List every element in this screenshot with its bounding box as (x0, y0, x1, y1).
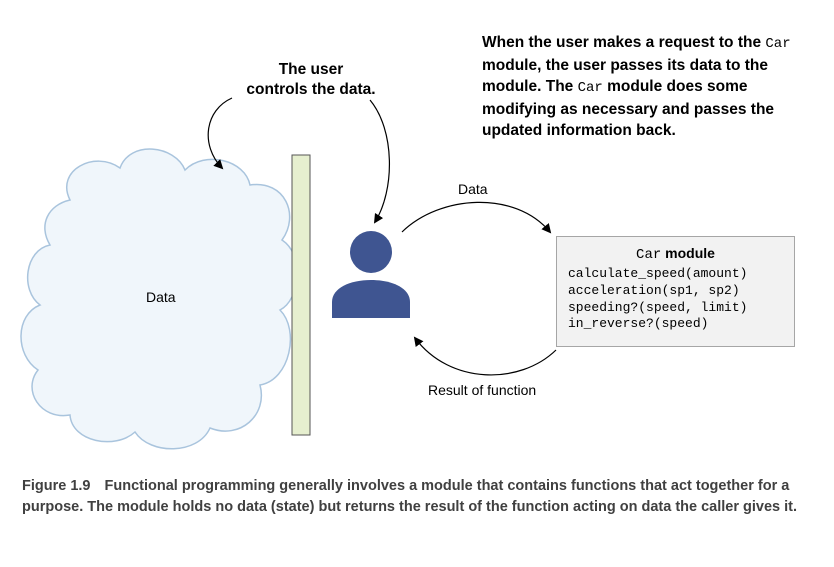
cloud-label: Data (146, 289, 176, 305)
arrow-data-to-module (401, 201, 552, 234)
annotation-user-controls: The user controls the data. (216, 60, 406, 100)
figure-caption-text: Functional programming generally involve… (22, 478, 798, 515)
function-item: calculate_speed(amount) (568, 266, 748, 281)
annotation-request-part: When the user makes a request to the (482, 34, 766, 51)
function-item: speeding?(speed, limit) (568, 299, 748, 315)
annotation-request-code: Car (765, 36, 791, 52)
annotation-user-line2: controls the data. (246, 81, 376, 98)
data-cloud (20, 148, 298, 450)
car-module-box: Car module calculate_speed(amount) accel… (556, 236, 795, 347)
annotation-request-part: module does some modifying as necessary … (482, 78, 775, 139)
module-title: Car module (557, 245, 794, 263)
wall-bar (291, 154, 311, 436)
arrow-to-wall (207, 97, 233, 170)
annotation-request-code: Car (577, 80, 603, 96)
data-arrow-label: Data (458, 181, 488, 197)
arrow-to-user (369, 99, 390, 224)
function-item: acceleration(sp1, sp2) (568, 282, 740, 298)
arrow-result-to-user (413, 336, 557, 376)
annotation-request: When the user makes a request to the Car… (482, 32, 822, 141)
annotation-request-part: module, the user passes its data to the … (482, 57, 768, 95)
figure-number: Figure 1.9 (22, 478, 91, 494)
annotation-user-line1: The user (278, 61, 344, 78)
module-title-word: module (665, 245, 715, 261)
user-icon (332, 231, 410, 318)
function-list: calculate_speed(amount) acceleration(sp1… (568, 266, 747, 333)
module-title-code: Car (636, 247, 662, 263)
result-arrow-label: Result of function (428, 382, 537, 398)
function-item: in_reverse?(speed) (568, 316, 709, 332)
